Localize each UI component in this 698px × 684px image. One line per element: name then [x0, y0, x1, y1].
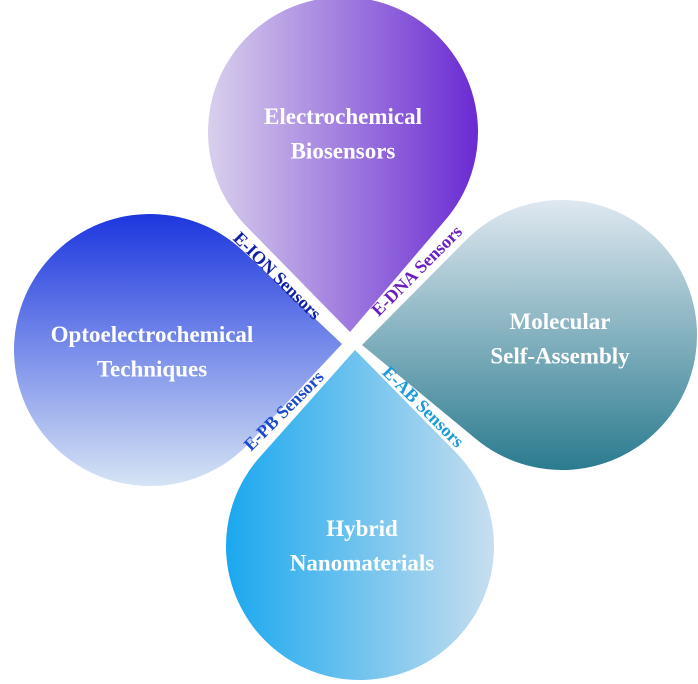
petal-top	[208, 0, 478, 332]
petal-right	[362, 200, 697, 470]
petal-bottom	[225, 350, 495, 680]
petal-left	[14, 214, 342, 486]
